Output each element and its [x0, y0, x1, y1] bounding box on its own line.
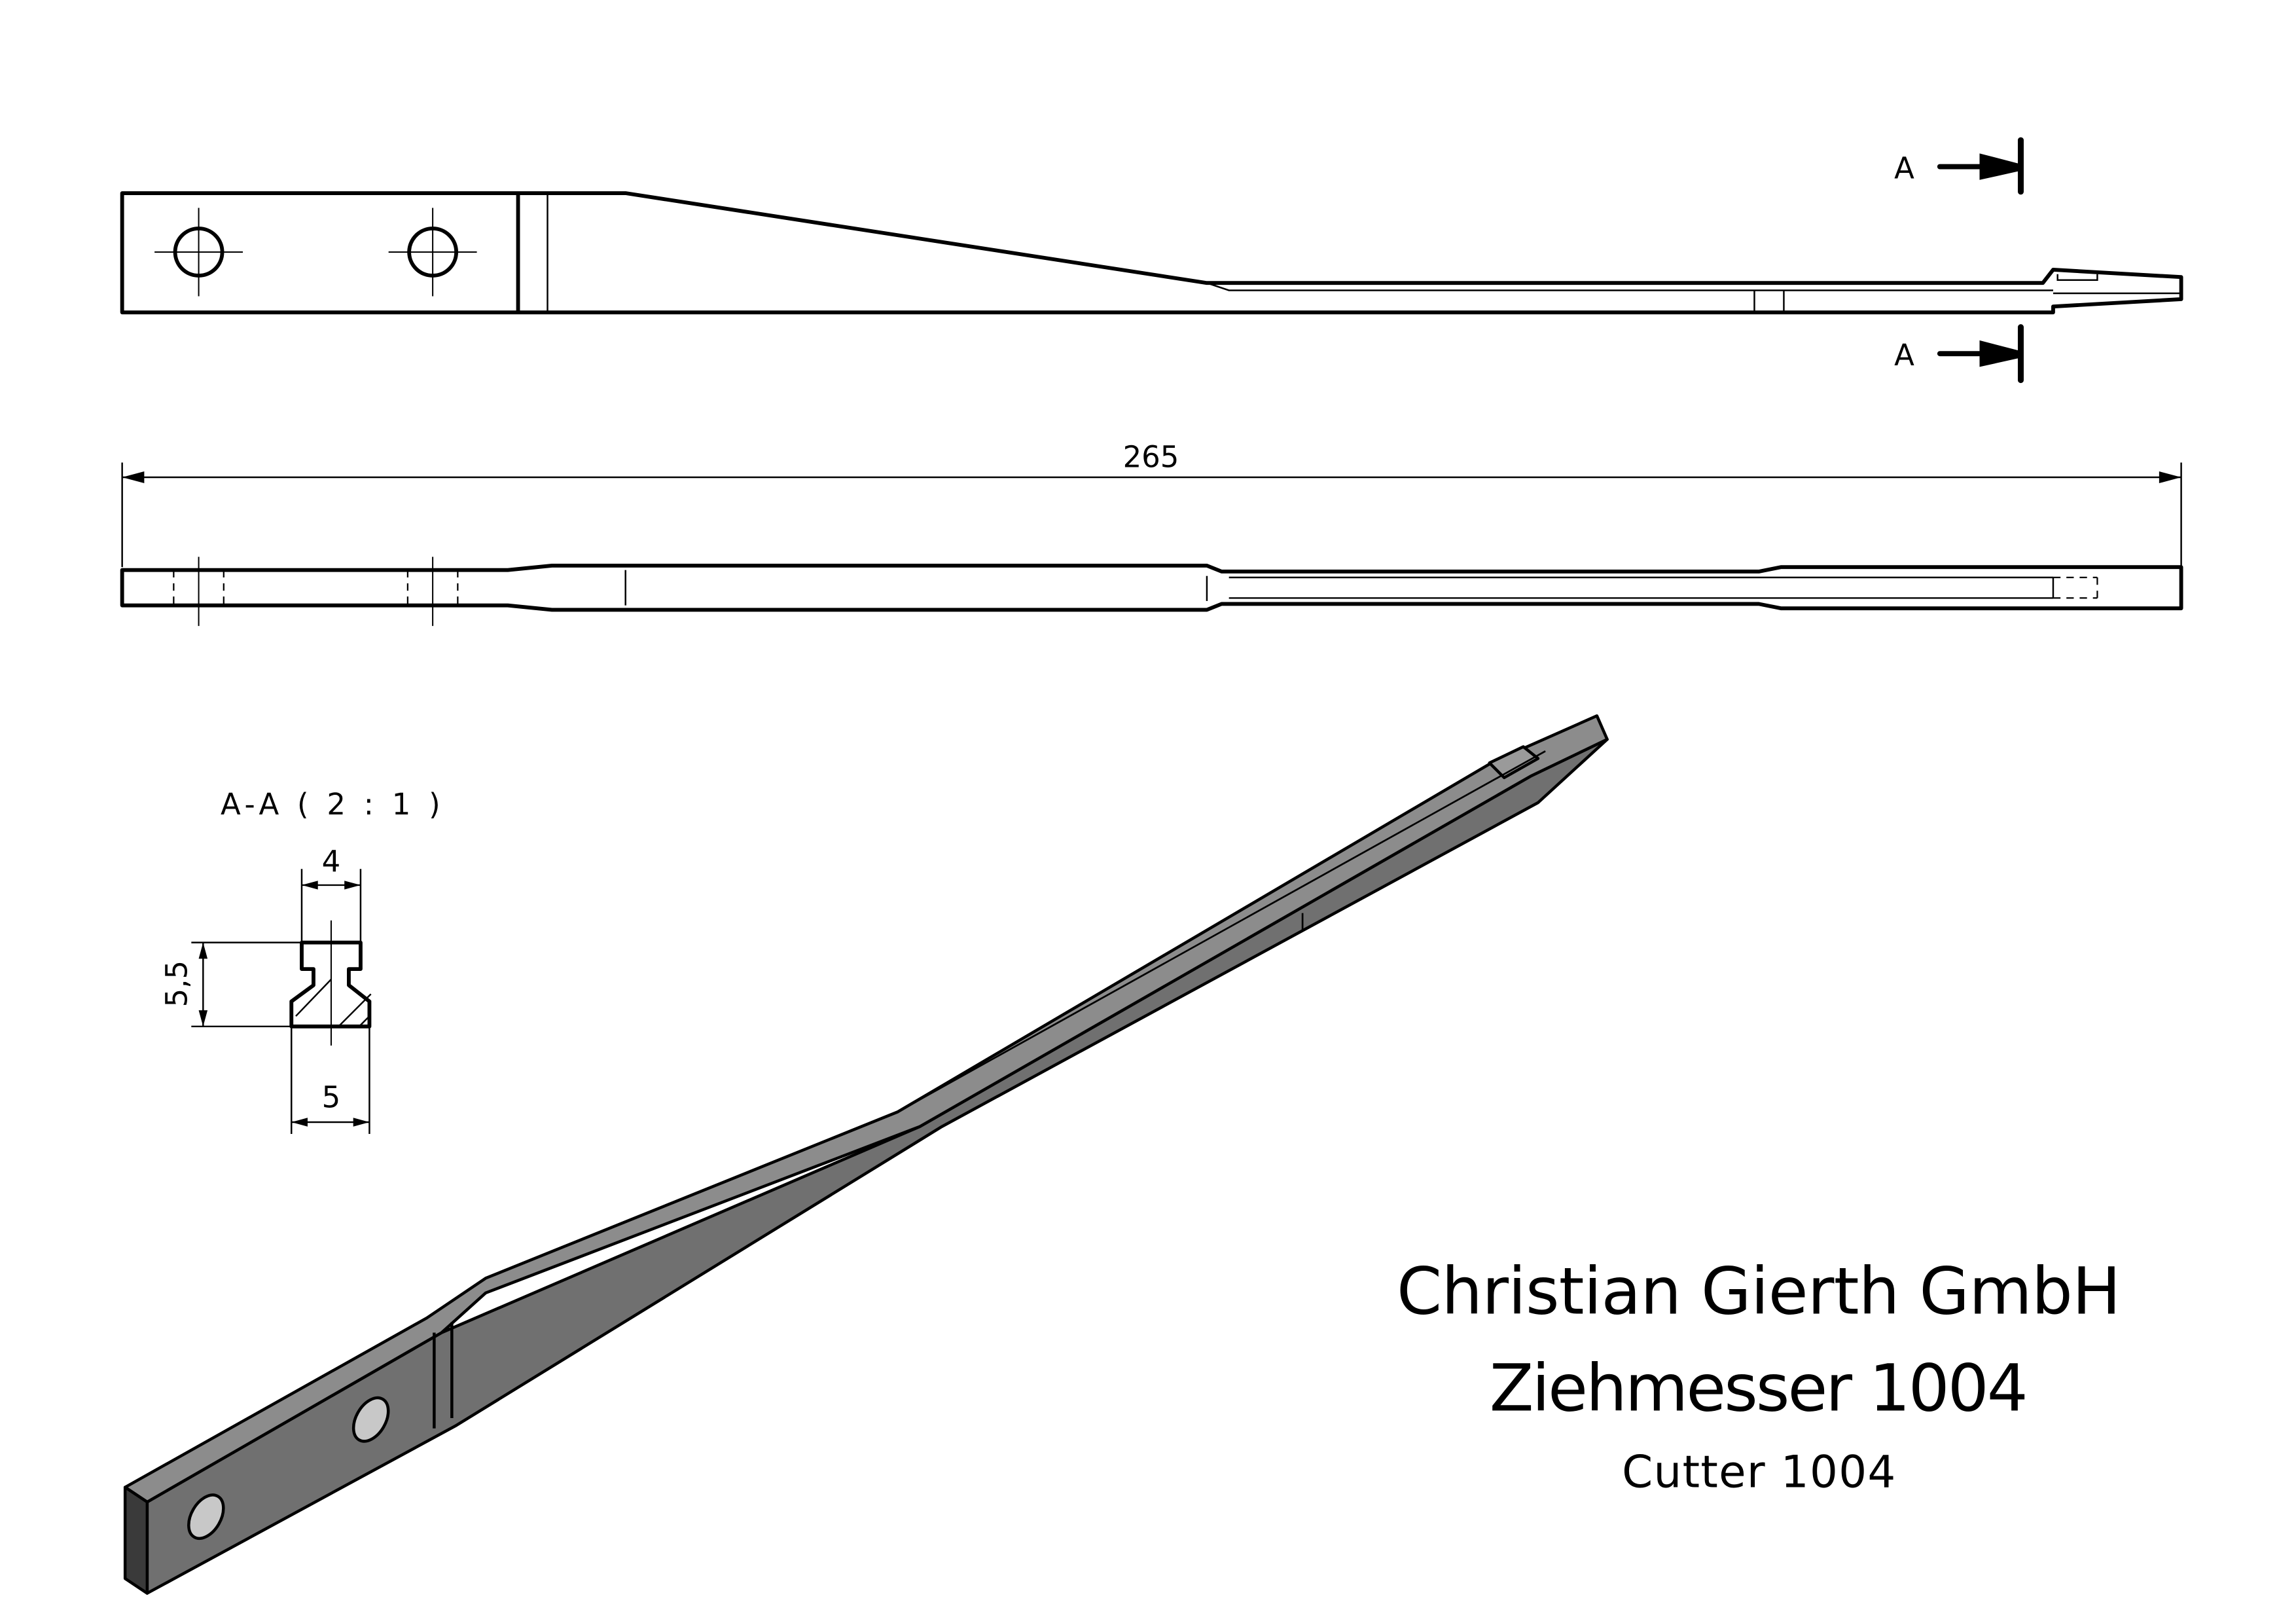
section-label-a-bottom: A	[1894, 338, 1914, 373]
title-block: Christian Gierth GmbH Ziehmesser 1004 Cu…	[1397, 1254, 2121, 1497]
side-view	[120, 556, 2183, 627]
section-marker-top: A	[1894, 137, 2024, 195]
dimension-5: 5	[322, 1080, 341, 1114]
section-profile	[289, 940, 372, 1029]
iso-side-face	[145, 738, 1609, 1595]
overall-length-dimension: 265	[121, 439, 2182, 568]
section-marker-bottom: A	[1894, 324, 2024, 384]
top-view	[120, 191, 2183, 315]
iso-top-face	[123, 714, 1609, 1504]
arrow-right-icon	[1979, 153, 2020, 180]
iso-hole-icon	[351, 1396, 390, 1443]
blade-edge-line	[1206, 282, 2053, 291]
iso-hole-icon	[187, 1493, 225, 1541]
iso-tip-notch	[1488, 745, 1540, 780]
arrow-right-icon	[1979, 340, 2020, 367]
side-view-outline	[120, 564, 2183, 612]
section-view-title: A-A ( 2 : 1 )	[221, 787, 444, 822]
tip-notch	[2056, 274, 2098, 281]
iso-end-face	[123, 1486, 149, 1595]
dimension-265: 265	[1123, 439, 1179, 474]
top-view-outline	[120, 191, 2183, 315]
dimension-4: 4	[322, 845, 341, 879]
section-hatching	[295, 978, 372, 1027]
isometric-view	[123, 714, 1609, 1595]
hole-centerlines	[154, 208, 477, 297]
company-name: Christian Gierth GmbH	[1397, 1254, 2121, 1329]
section-view-a-a: A-A ( 2 : 1 ) 4 5,5 5	[160, 787, 444, 1134]
part-name-english: Cutter 1004	[1622, 1446, 1895, 1498]
dimension-5-5: 5,5	[160, 960, 194, 1008]
section-label-a-top: A	[1894, 151, 1914, 186]
part-name: Ziehmesser 1004	[1490, 1351, 2028, 1427]
